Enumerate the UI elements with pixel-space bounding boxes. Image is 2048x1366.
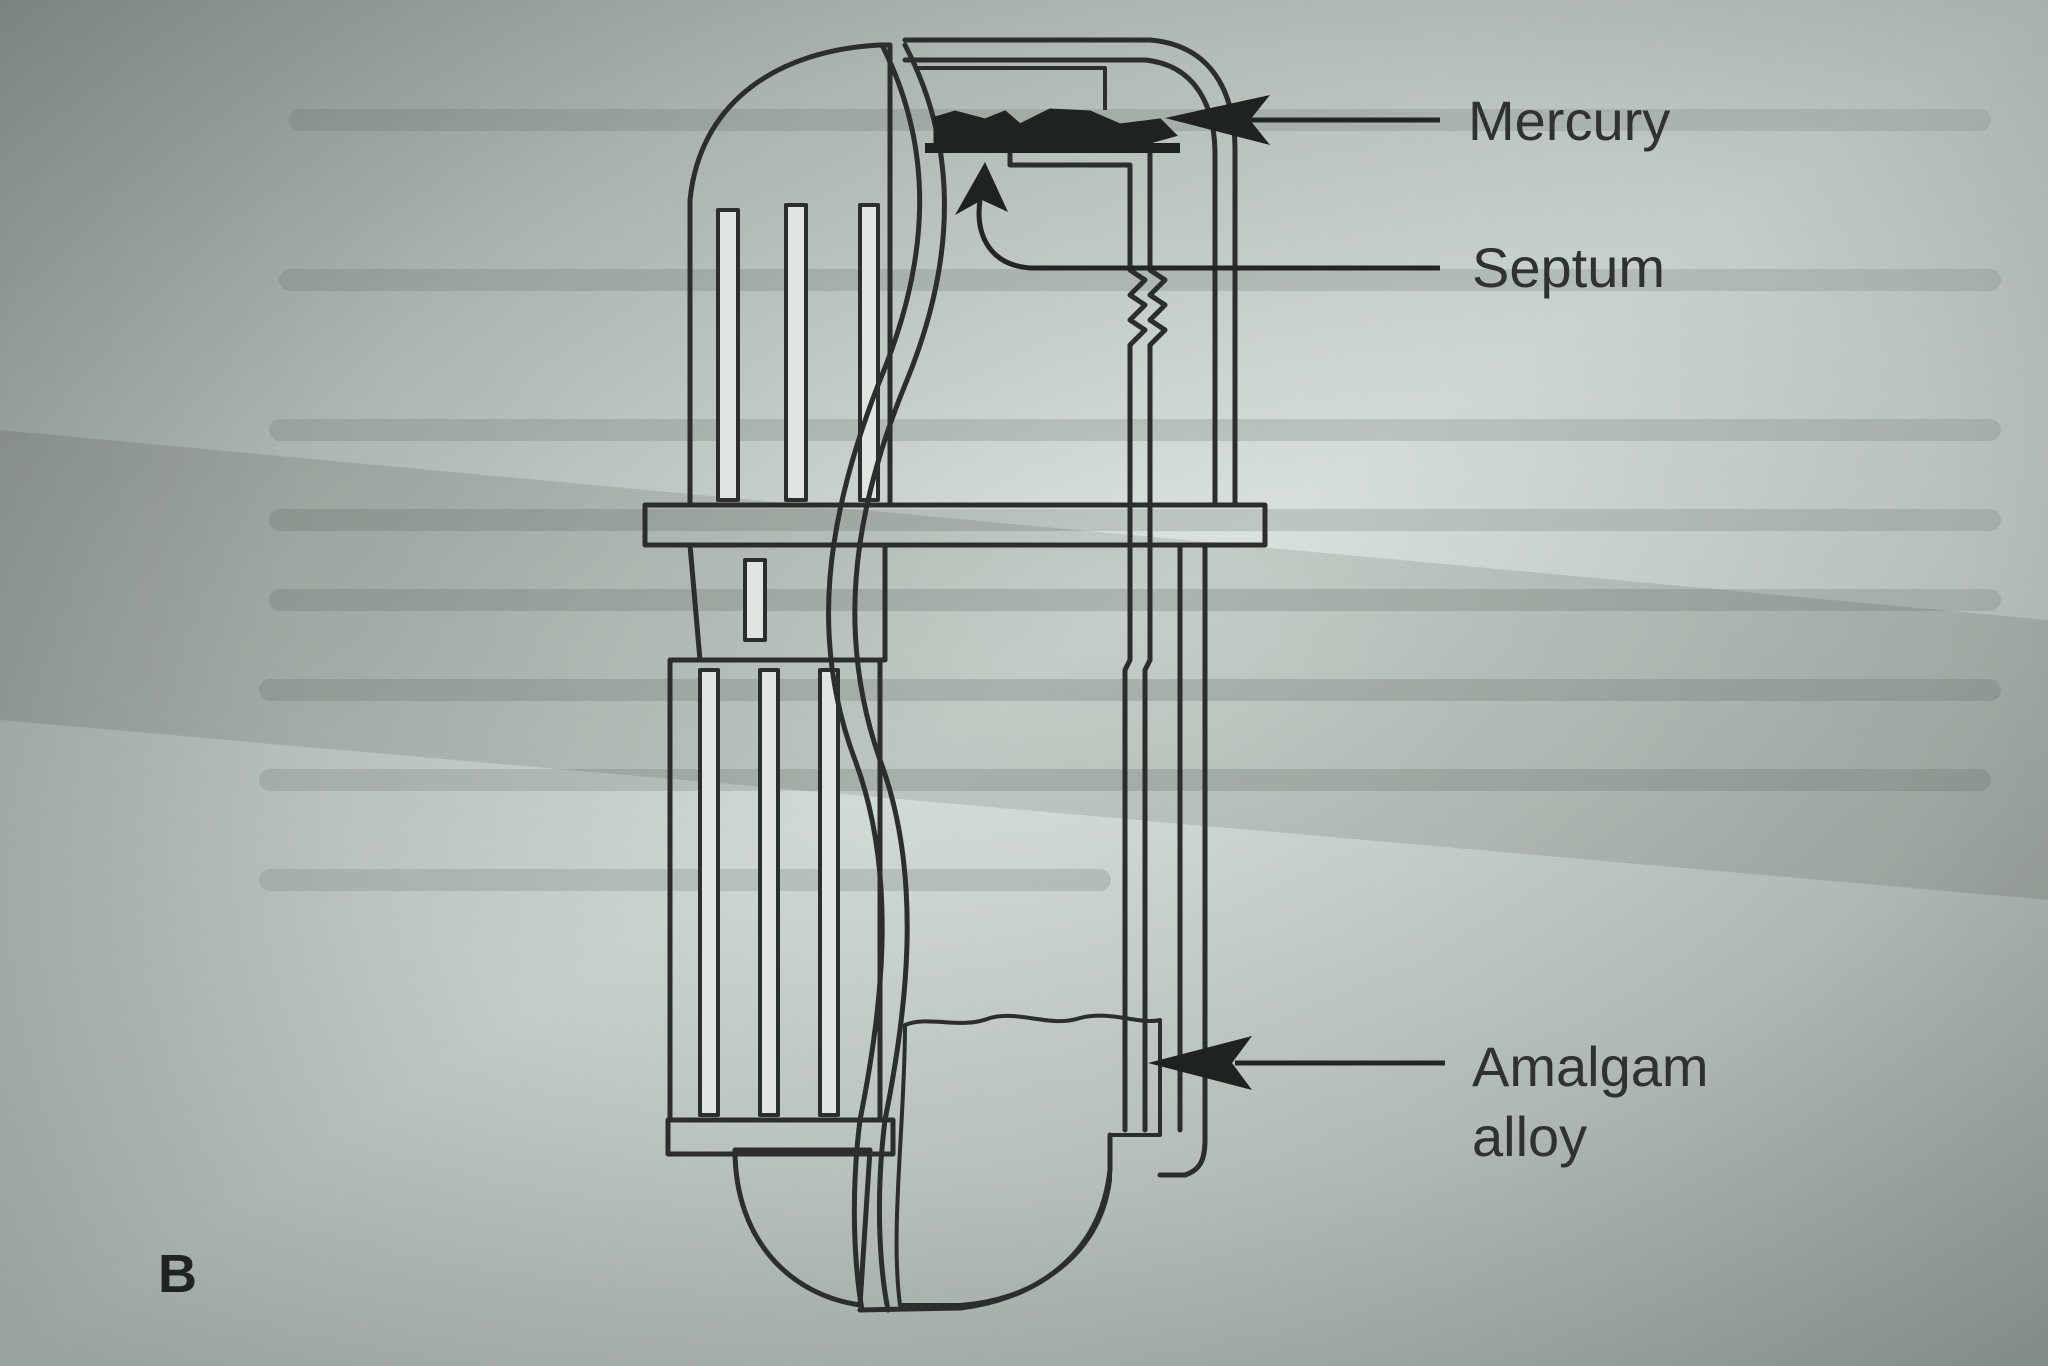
septum-line bbox=[925, 143, 1180, 153]
amalgam-label-line1: Amalgam bbox=[1472, 1035, 1709, 1098]
septum-label: Septum bbox=[1472, 236, 1665, 299]
mercury-label: Mercury bbox=[1468, 89, 1670, 152]
panel-letter: B bbox=[158, 1244, 197, 1304]
amalgam-label-line2: alloy bbox=[1472, 1105, 1587, 1168]
